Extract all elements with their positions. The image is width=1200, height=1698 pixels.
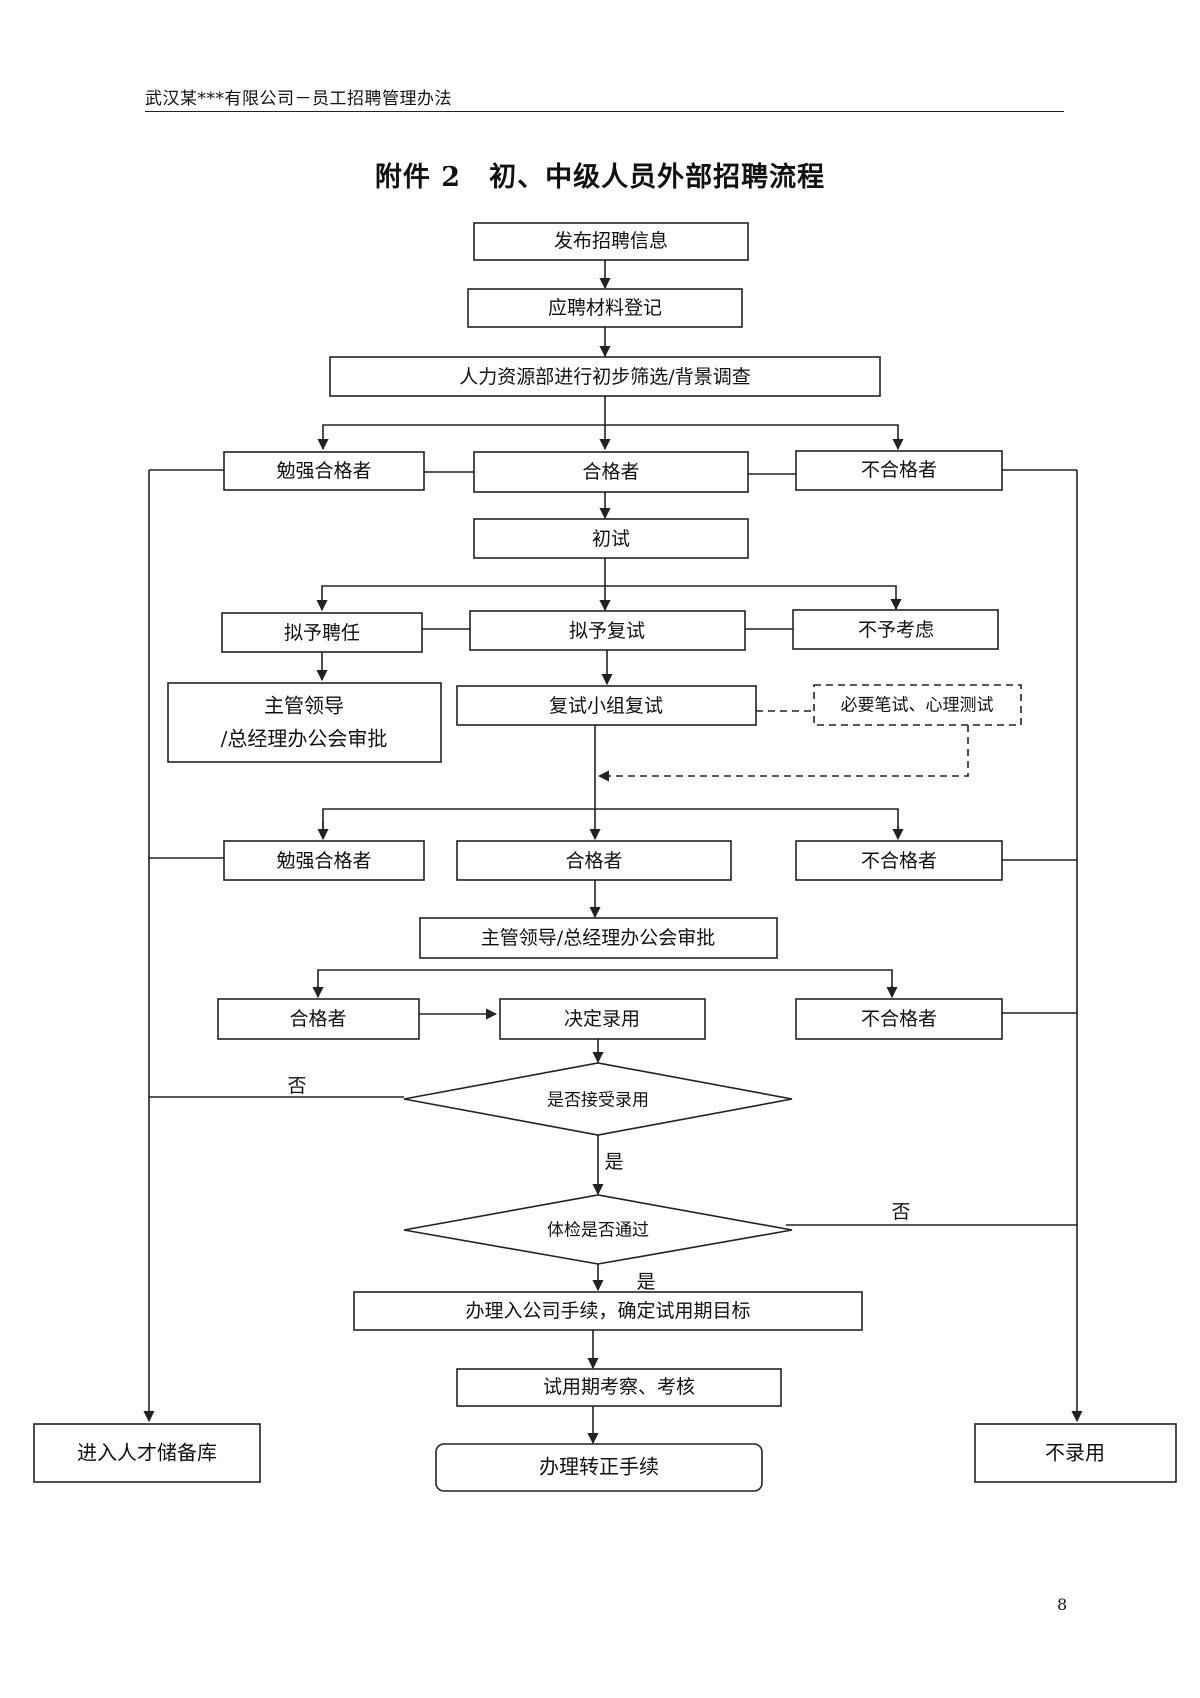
node-propose-retest: 拟予复试 [469,610,746,651]
document-title: 附件 2 初、中级人员外部招聘流程 [374,162,826,193]
node-propose-retest-label: 拟予复试 [569,620,645,642]
node-r2-fail: 不合格者 [795,840,1003,881]
node-approval-2-label: 主管领导/总经理办公会审批 [481,927,715,949]
medical-yes-label: 是 [636,1271,655,1293]
node-regularize: 办理转正手续 [435,1443,763,1492]
node-probation: 试用期考察、考核 [456,1368,782,1407]
node-propose-hire: 拟予聘任 [221,612,423,653]
node-r3-pass: 合格者 [217,998,420,1040]
node-r1-fail: 不合格者 [795,450,1003,491]
node-onboard: 办理入公司手续，确定试用期目标 [353,1291,863,1331]
node-decide-hire-label: 决定录用 [564,1008,640,1030]
node-r3-fail: 不合格者 [795,998,1003,1040]
node-r1-weak: 勉强合格者 [223,451,425,491]
node-approval-1: 主管领导 /总经理办公会审批 [167,682,442,763]
node-propose-hire-label: 拟予聘任 [284,622,360,644]
node-r2-weak: 勉强合格者 [223,840,425,881]
node-first-interview: 初试 [473,518,749,559]
connectors [143,260,1083,1445]
dashed-return-tests [597,725,969,782]
node-r1-pass-label: 合格者 [582,461,639,483]
node-register: 应聘材料登记 [467,288,743,328]
node-r3-pass-label: 合格者 [289,1008,346,1030]
node-approval-1-line1: 主管领导 [264,694,344,718]
split-line-round3 [317,969,893,997]
node-medical-check-label: 体检是否通过 [547,1221,649,1241]
node-r2-fail-label: 不合格者 [861,850,937,872]
node-accept-offer: 是否接受录用 [403,1062,793,1136]
node-screen-label: 人力资源部进行初步筛选/背景调查 [459,366,750,388]
node-r1-fail-label: 不合格者 [861,459,937,481]
node-r2-pass-label: 合格者 [565,850,622,872]
medical-no-label: 否 [891,1201,910,1223]
node-reject-consider: 不予考虑 [792,609,999,650]
node-r2-weak-label: 勉强合格者 [276,850,371,872]
split-line-initial [321,585,897,610]
node-decide-hire: 决定录用 [499,998,706,1040]
node-not-hired-label: 不录用 [1045,1441,1105,1465]
node-first-interview-label: 初试 [592,528,630,550]
node-screen: 人力资源部进行初步筛选/背景调查 [329,356,881,397]
accept-no-label: 否 [287,1075,306,1097]
node-approval-2: 主管领导/总经理办公会审批 [419,917,778,959]
node-not-hired: 不录用 [974,1423,1177,1483]
node-r1-weak-label: 勉强合格者 [276,460,371,482]
node-talent-pool-label: 进入人才储备库 [77,1441,217,1465]
node-written-tests-label: 必要笔试、心理测试 [841,696,994,716]
node-r2-pass: 合格者 [456,840,732,881]
page-number: 8 [1057,1595,1068,1614]
node-onboard-label: 办理入公司手续，确定试用期目标 [465,1300,750,1322]
split-line-round1 [322,424,899,449]
header-rule [145,111,1064,112]
node-approval-1-line2: /总经理办公会审批 [221,727,388,751]
node-talent-pool: 进入人才储备库 [33,1423,261,1483]
page-header: 武汉某***有限公司－员工招聘管理办法 [145,89,452,109]
node-medical-check: 体检是否通过 [403,1194,793,1265]
node-r1-pass: 合格者 [473,451,749,493]
split-line-round2 [322,808,899,837]
node-retest-panel-label: 复试小组复试 [549,695,663,717]
node-post: 发布招聘信息 [473,222,749,261]
node-post-label: 发布招聘信息 [554,230,668,252]
node-register-label: 应聘材料登记 [548,297,662,319]
node-reject-consider-label: 不予考虑 [858,619,934,641]
node-accept-offer-label: 是否接受录用 [547,1091,649,1111]
node-written-tests: 必要笔试、心理测试 [813,684,1022,726]
node-probation-label: 试用期考察、考核 [543,1376,695,1398]
node-r3-fail-label: 不合格者 [861,1008,937,1030]
accept-yes-label: 是 [604,1151,623,1173]
node-regularize-label: 办理转正手续 [539,1455,659,1479]
node-retest-panel: 复试小组复试 [456,685,757,726]
